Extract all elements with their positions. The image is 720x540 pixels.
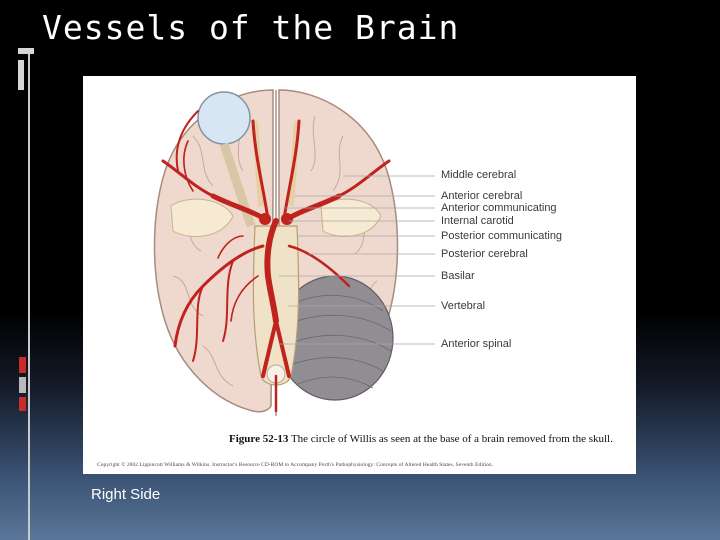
accent-left-line <box>28 48 30 540</box>
label-anterior-spinal: Anterior spinal <box>441 338 512 350</box>
caption-number: Figure 52-13 <box>229 433 289 445</box>
label-posterior-cerebral: Posterior cerebral <box>441 248 528 260</box>
accent-red-block-lower <box>19 397 26 411</box>
callout-leaders <box>279 175 435 345</box>
brain-vessels-figure: Middle cerebral Anterior cerebral Anteri… <box>83 76 636 474</box>
label-anterior-cerebral: Anterior cerebral <box>441 190 523 202</box>
label-internal-carotid: Internal carotid <box>441 215 514 227</box>
label-vertebral: Vertebral <box>441 300 486 312</box>
caption-text: The circle of Willis as seen at the base… <box>290 433 613 445</box>
side-label: Right Side <box>91 486 161 503</box>
accent-top-bar <box>18 48 34 54</box>
slide-title: Vessels of the Brain <box>42 8 460 47</box>
label-posterior-communicating: Posterior communicating <box>441 230 563 242</box>
label-middle-cerebral: Middle cerebral <box>441 169 517 181</box>
arteries <box>161 110 391 413</box>
label-anterior-communicating: Anterior communicating <box>441 202 557 214</box>
label-basilar: Basilar <box>441 270 475 282</box>
eyeball <box>197 91 251 145</box>
figure-caption: Figure 52-13 The circle of Willis as see… <box>229 433 613 445</box>
accent-top-bar-vertical <box>18 60 24 90</box>
accent-red-block <box>19 357 26 373</box>
accent-gray-block <box>19 377 26 393</box>
brain-base-illustration <box>153 89 435 416</box>
copyright-notice: Copyright © 2002 Lippincott Williams & W… <box>97 462 494 468</box>
